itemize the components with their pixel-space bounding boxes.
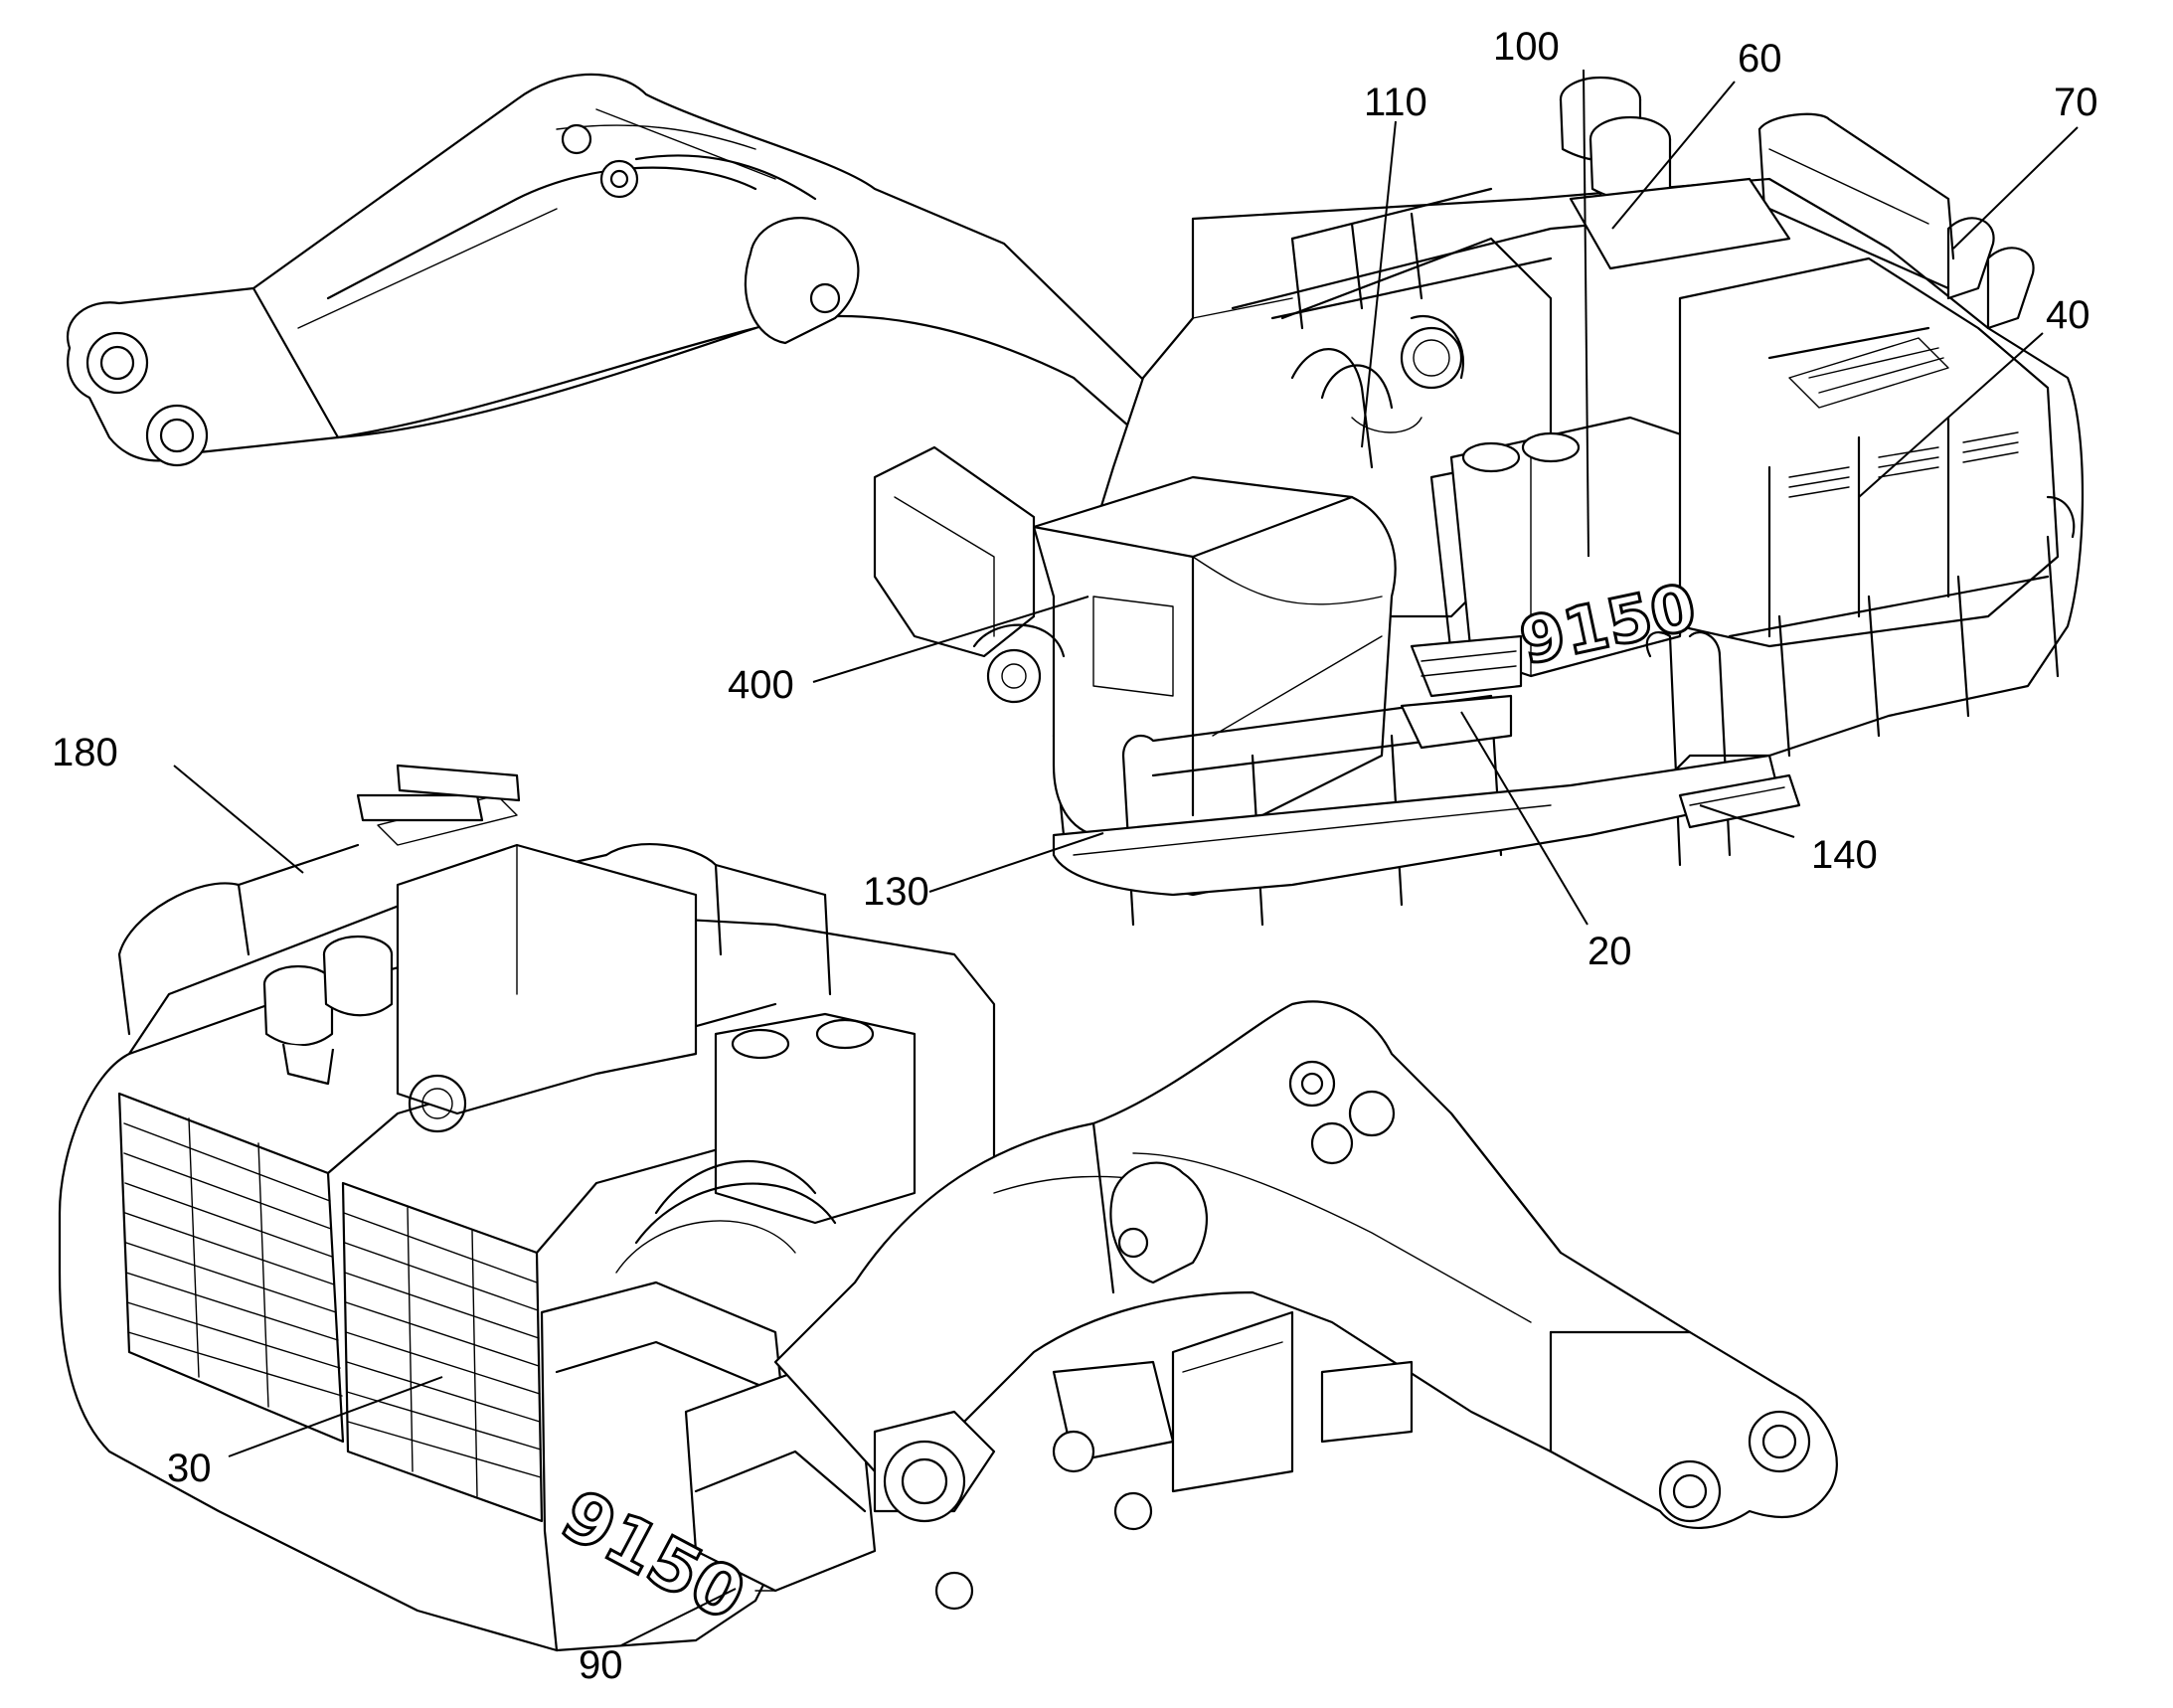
leader-60 (1611, 81, 1736, 230)
leader-70 (1952, 126, 2079, 250)
grill-slats-left (123, 1117, 343, 1408)
bottom-boom (773, 1000, 1838, 1611)
leader-110 (1361, 120, 1397, 448)
leader-90 (620, 1588, 737, 1646)
bottom-upper-structure (58, 764, 996, 1652)
top-excavator: 9150 (67, 73, 2085, 927)
leader-140 (1699, 804, 1795, 838)
leader-40 (1858, 332, 2044, 498)
top-boom (67, 73, 1225, 484)
callout-130: 130 (863, 870, 929, 914)
callout-100: 100 (1493, 25, 1560, 69)
callout-60: 60 (1738, 37, 1782, 81)
leader-180 (173, 765, 304, 874)
top-upper-structure (873, 76, 2085, 927)
callout-400: 400 (728, 663, 794, 707)
callout-30: 30 (167, 1447, 212, 1490)
callout-140: 140 (1811, 833, 1878, 877)
grill-slats-right (343, 1207, 542, 1497)
callout-70: 70 (2054, 81, 2098, 124)
callout-20: 20 (1588, 930, 1632, 973)
callout-180: 180 (52, 731, 118, 774)
callout-labels: 100 60 110 70 40 400 180 130 140 20 30 9… (52, 25, 2098, 1687)
callout-40: 40 (2046, 293, 2090, 337)
leader-30 (228, 1376, 443, 1457)
leader-20 (1460, 711, 1588, 926)
callout-90: 90 (579, 1643, 623, 1687)
leader-100 (1583, 69, 1589, 558)
callout-110: 110 (1364, 81, 1427, 124)
air-filters-bottom (262, 935, 394, 1086)
bottom-excavator: 9150 (58, 764, 1838, 1652)
leader-130 (928, 832, 1104, 893)
callout-leaders (173, 69, 2079, 1646)
leader-400 (812, 596, 1089, 683)
